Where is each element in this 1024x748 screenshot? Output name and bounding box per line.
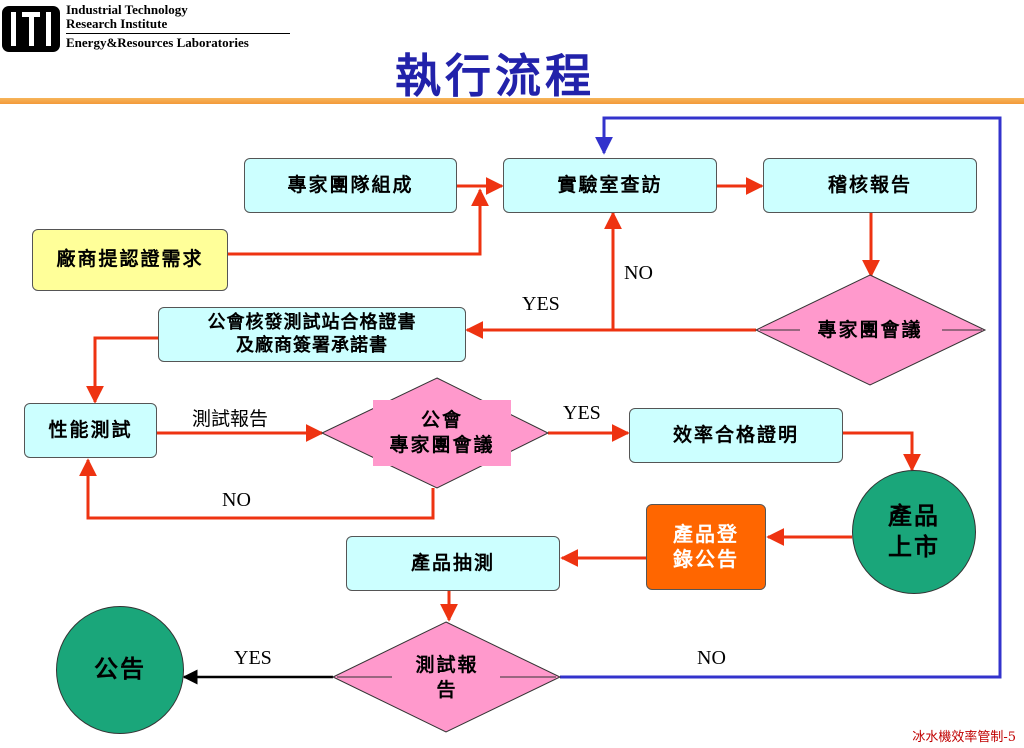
arrow-vendor-to-lab — [228, 188, 489, 256]
laboratory-name: Energy&Resources Laboratories — [66, 35, 249, 50]
product-registration-line1: 產品登 — [673, 522, 739, 546]
issue-certificate-line2: 及廠商簽署承諾書 — [236, 334, 388, 356]
edge-label-test-report: 測試報告 — [192, 409, 269, 430]
issue-certificate-box: 公會核發測試站合格證書 及廠商簽署承諾書 — [158, 307, 466, 362]
vendor-request-box: 廠商提認證需求 — [32, 229, 228, 291]
edge-label-yes-cert: YES — [522, 293, 560, 315]
edge-label-yes-efficiency: YES — [563, 402, 601, 424]
edge-label-no-lab: NO — [624, 262, 653, 284]
page-title: 執行流程 — [395, 49, 595, 103]
product-registration-line2: 錄公告 — [673, 547, 739, 571]
product-sampling-box: 產品抽測 — [346, 536, 560, 591]
header-divider-bar — [0, 98, 1024, 104]
arrow-test-no-loop — [560, 116, 1002, 679]
expert-meeting-label: 專家團會議 — [817, 318, 923, 341]
test-report-line2: 告 — [436, 679, 458, 701]
performance-test-box: 性能測試 — [24, 403, 157, 458]
slide-footer: 冰水機效率管制-5 — [912, 730, 1016, 745]
arrow-efficiency-to-launch — [843, 431, 921, 472]
lab-visit-box: 實驗室查訪 — [503, 158, 717, 213]
arrow-cert-to-perf — [86, 336, 158, 404]
product-launch-circle: 產品 上市 — [852, 470, 976, 594]
test-report-diamond — [331, 621, 562, 733]
institute-divider — [66, 33, 290, 34]
guild-meeting-label: 公會 專家團會議 — [373, 400, 511, 466]
institute-name-line2: Research Institute — [66, 16, 168, 31]
edge-label-no-loop: NO — [697, 647, 726, 669]
audit-report-box: 稽核報告 — [763, 158, 977, 213]
announcement-circle: 公告 — [56, 606, 184, 734]
test-report-line1: 測試報 — [415, 654, 479, 677]
itri-logo — [2, 6, 60, 52]
product-launch-line2: 上市 — [888, 533, 940, 561]
edge-label-no-retest: NO — [222, 489, 251, 511]
edge-label-yes-announce: YES — [234, 647, 272, 669]
issue-certificate-line1: 公會核發測試站合格證書 — [207, 312, 417, 333]
efficiency-certificate-box: 效率合格證明 — [629, 408, 843, 463]
institute-name-line1: Industrial Technology — [66, 2, 188, 17]
arrow-guild-no — [79, 458, 435, 520]
expert-meeting-diamond — [754, 274, 987, 386]
product-registration-box: 產品登 錄公告 — [646, 504, 766, 590]
product-launch-line1: 產品 — [888, 501, 940, 530]
test-report-label: 測試報 告 — [398, 645, 496, 711]
guild-meeting-line1: 公會 — [420, 409, 463, 432]
guild-meeting-line2: 專家團會議 — [389, 434, 495, 456]
expert-team-box: 專家團隊組成 — [244, 158, 457, 213]
